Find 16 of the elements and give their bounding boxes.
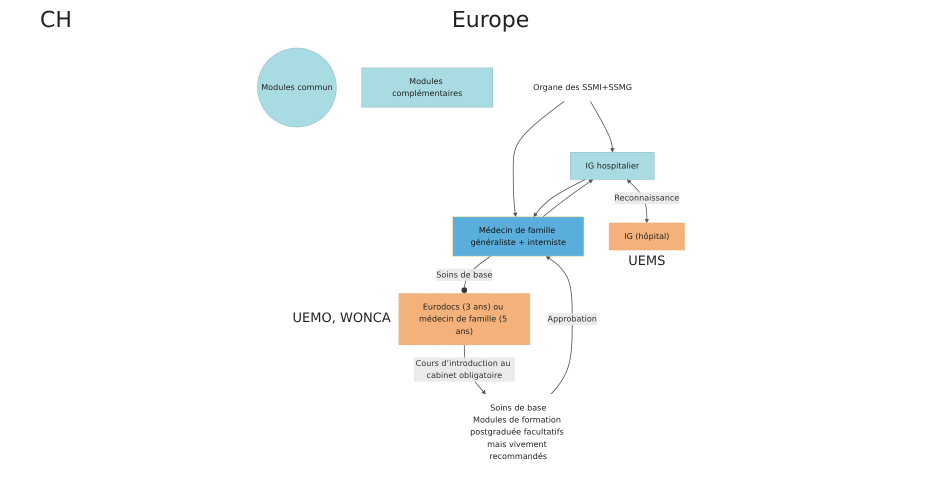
section-heading: Europe <box>452 8 530 33</box>
node-text: Soins de base Modules de formation postgraduée facultatifs mais vivement recommandés <box>470 402 564 461</box>
section-heading: CH <box>40 8 72 33</box>
edge-label: Reconnaissance <box>614 193 680 203</box>
node-text: Organe des SSMI+SSMG <box>533 82 632 92</box>
edge-label: Approbation <box>548 314 597 324</box>
node-box: IG hospitalier <box>570 152 655 180</box>
edge-label: Cours d’introduction au cabinet obligatoire <box>416 358 510 380</box>
node-box: Eurodocs (3 ans) ou médecin de famille (5 ans) <box>398 293 530 346</box>
organization-label: UEMS <box>628 254 666 270</box>
node-box: Modules complémentaires <box>361 68 493 108</box>
node-box: Médecin de famille généraliste + interniste <box>452 216 584 256</box>
organization-label: UEMO, WONCA <box>292 311 391 326</box>
edge-label: Soins de base <box>436 270 492 280</box>
node-box: IG (hôpital) <box>608 222 685 250</box>
node-circle: Modules commun <box>257 48 337 128</box>
